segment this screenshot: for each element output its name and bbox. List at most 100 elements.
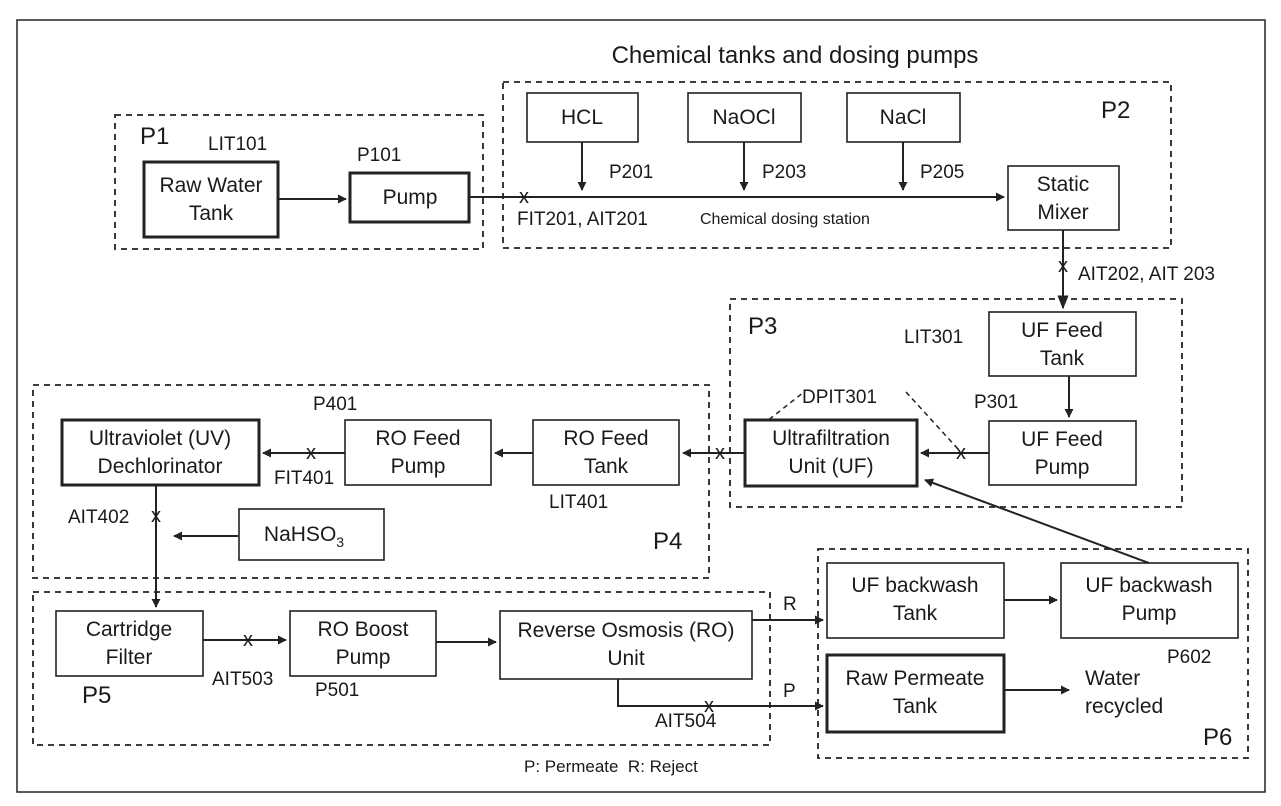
- label-dpit301: DPIT301: [802, 387, 877, 408]
- svg-text:UF Feed: UF Feed: [1021, 319, 1103, 342]
- svg-text:Tank: Tank: [1040, 347, 1085, 370]
- label-lit301: LIT301: [904, 327, 963, 348]
- sensor-marker-ait202: x: [1058, 255, 1068, 277]
- reverse-osmosis-unit: Reverse Osmosis (RO) Unit: [499, 610, 753, 680]
- label-p301: P301: [974, 392, 1018, 413]
- svg-text:Pump: Pump: [1035, 456, 1090, 479]
- svg-text:Pump: Pump: [383, 186, 438, 209]
- svg-text:Tank: Tank: [584, 455, 629, 478]
- hcl-tank: HCL: [526, 92, 639, 143]
- label-ait504: AIT504: [655, 711, 717, 732]
- ro-boost-pump: RO Boost Pump: [289, 610, 437, 677]
- label-fit401: FIT401: [274, 468, 334, 489]
- label-fit201-ait201: FIT201, AIT201: [517, 209, 648, 230]
- label-ait402: AIT402: [68, 507, 129, 528]
- label-reject-r: R: [783, 594, 797, 615]
- nahso3-tank: NaHSO3: [238, 508, 385, 561]
- ultrafiltration-unit: Ultrafiltration Unit (UF): [743, 418, 919, 488]
- label-permeate-p: P: [783, 681, 796, 702]
- zone-p4: [32, 384, 710, 579]
- zone-p2: [502, 81, 1172, 249]
- uf-backwash-tank: UF backwash Tank: [826, 562, 1005, 639]
- raw-permeate-tank: Raw Permeate Tank: [825, 653, 1006, 734]
- svg-text:Mixer: Mixer: [1037, 201, 1088, 224]
- water-recycled-label: Water recycled: [1085, 667, 1163, 718]
- dpit301-line-right: [905, 391, 959, 450]
- svg-text:Tank: Tank: [893, 602, 938, 625]
- uf-backwash-pump: UF backwash Pump: [1060, 562, 1239, 639]
- label-chemical-dosing-station: Chemical dosing station: [700, 211, 870, 228]
- svg-text:Dechlorinator: Dechlorinator: [98, 455, 223, 478]
- zone-label-p2: P2: [1101, 97, 1130, 124]
- cartridge-filter: Cartridge Filter: [55, 610, 204, 677]
- svg-text:Cartridge: Cartridge: [86, 618, 172, 641]
- label-ait503: AIT503: [212, 669, 273, 690]
- sensor-marker-ait503: x: [243, 629, 253, 651]
- svg-text:Water: Water: [1085, 667, 1140, 690]
- sensor-marker-uf-out: x: [715, 442, 725, 464]
- legend-permeate-reject: P: Permeate R: Reject: [524, 757, 698, 776]
- svg-text:Pump: Pump: [1122, 602, 1177, 625]
- svg-text:RO Feed: RO Feed: [563, 427, 648, 450]
- sensor-marker-fit401: x: [306, 442, 316, 464]
- svg-text:Pump: Pump: [391, 455, 446, 478]
- zone-label-p6: P6: [1203, 724, 1232, 751]
- svg-text:Ultrafiltration: Ultrafiltration: [772, 427, 890, 450]
- svg-text:Filter: Filter: [106, 646, 153, 669]
- zone-p6: [817, 548, 1249, 759]
- uv-dechlorinator: Ultraviolet (UV) Dechlorinator: [60, 418, 261, 487]
- label-p201: P201: [609, 162, 653, 183]
- ro-feed-pump: RO Feed Pump: [344, 419, 492, 486]
- label-p203: P203: [762, 162, 806, 183]
- svg-text:NaOCl: NaOCl: [712, 106, 775, 129]
- label-ait202-ait203: AIT202, AIT 203: [1078, 264, 1215, 285]
- naocl-tank: NaOCl: [687, 92, 802, 143]
- svg-text:NaHSO3: NaHSO3: [264, 523, 344, 550]
- raw-water-tank: Raw Water Tank: [142, 160, 280, 239]
- nacl-tank: NaCl: [846, 92, 961, 143]
- svg-text:UF backwash: UF backwash: [1085, 574, 1212, 597]
- sensor-marker-ait402: x: [151, 505, 161, 527]
- ro-feed-tank: RO Feed Tank: [532, 419, 680, 486]
- zone-label-p3: P3: [748, 313, 777, 340]
- svg-text:RO Boost: RO Boost: [317, 618, 408, 641]
- label-p205: P205: [920, 162, 964, 183]
- svg-text:recycled: recycled: [1085, 695, 1163, 718]
- svg-text:Ultraviolet (UV): Ultraviolet (UV): [89, 427, 231, 450]
- svg-text:Unit (UF): Unit (UF): [788, 455, 873, 478]
- svg-text:Raw Water: Raw Water: [159, 174, 262, 197]
- svg-text:Raw Permeate: Raw Permeate: [846, 667, 985, 690]
- label-p101: P101: [357, 145, 401, 166]
- uf-feed-tank: UF Feed Tank: [988, 311, 1137, 377]
- sensor-marker-dpit301: x: [956, 442, 966, 464]
- sensor-marker-ait504: x: [704, 695, 714, 717]
- label-p501: P501: [315, 680, 359, 701]
- zone-label-p1: P1: [140, 123, 169, 150]
- svg-text:UF Feed: UF Feed: [1021, 428, 1103, 451]
- zone-label-p5: P5: [82, 682, 111, 709]
- zone-label-p4: P4: [653, 528, 682, 555]
- svg-text:Static: Static: [1037, 173, 1090, 196]
- zone-p5: [32, 591, 771, 746]
- svg-text:Pump: Pump: [336, 646, 391, 669]
- sensor-marker-fit201: x: [519, 186, 529, 208]
- svg-text:HCL: HCL: [561, 106, 603, 129]
- svg-text:Tank: Tank: [189, 202, 234, 225]
- pump-p101-box: Pump: [348, 171, 471, 224]
- flow-backwash-to-uf: [924, 478, 1150, 564]
- svg-text:RO Feed: RO Feed: [375, 427, 460, 450]
- zone-p1: [114, 114, 484, 250]
- zone-p3: [729, 298, 1183, 508]
- diagram-title: Chemical tanks and dosing pumps: [612, 42, 979, 69]
- svg-text:Reverse Osmosis (RO): Reverse Osmosis (RO): [517, 619, 734, 642]
- svg-text:UF backwash: UF backwash: [851, 574, 978, 597]
- svg-text:NaCl: NaCl: [880, 106, 927, 129]
- static-mixer: Static Mixer: [1007, 165, 1120, 231]
- outer-frame: [16, 19, 1266, 793]
- svg-text:Unit: Unit: [607, 647, 645, 670]
- label-p602: P602: [1167, 647, 1211, 668]
- label-lit401: LIT401: [549, 492, 608, 513]
- uf-feed-pump: UF Feed Pump: [988, 420, 1137, 486]
- flow-ro-permeate: [617, 679, 824, 711]
